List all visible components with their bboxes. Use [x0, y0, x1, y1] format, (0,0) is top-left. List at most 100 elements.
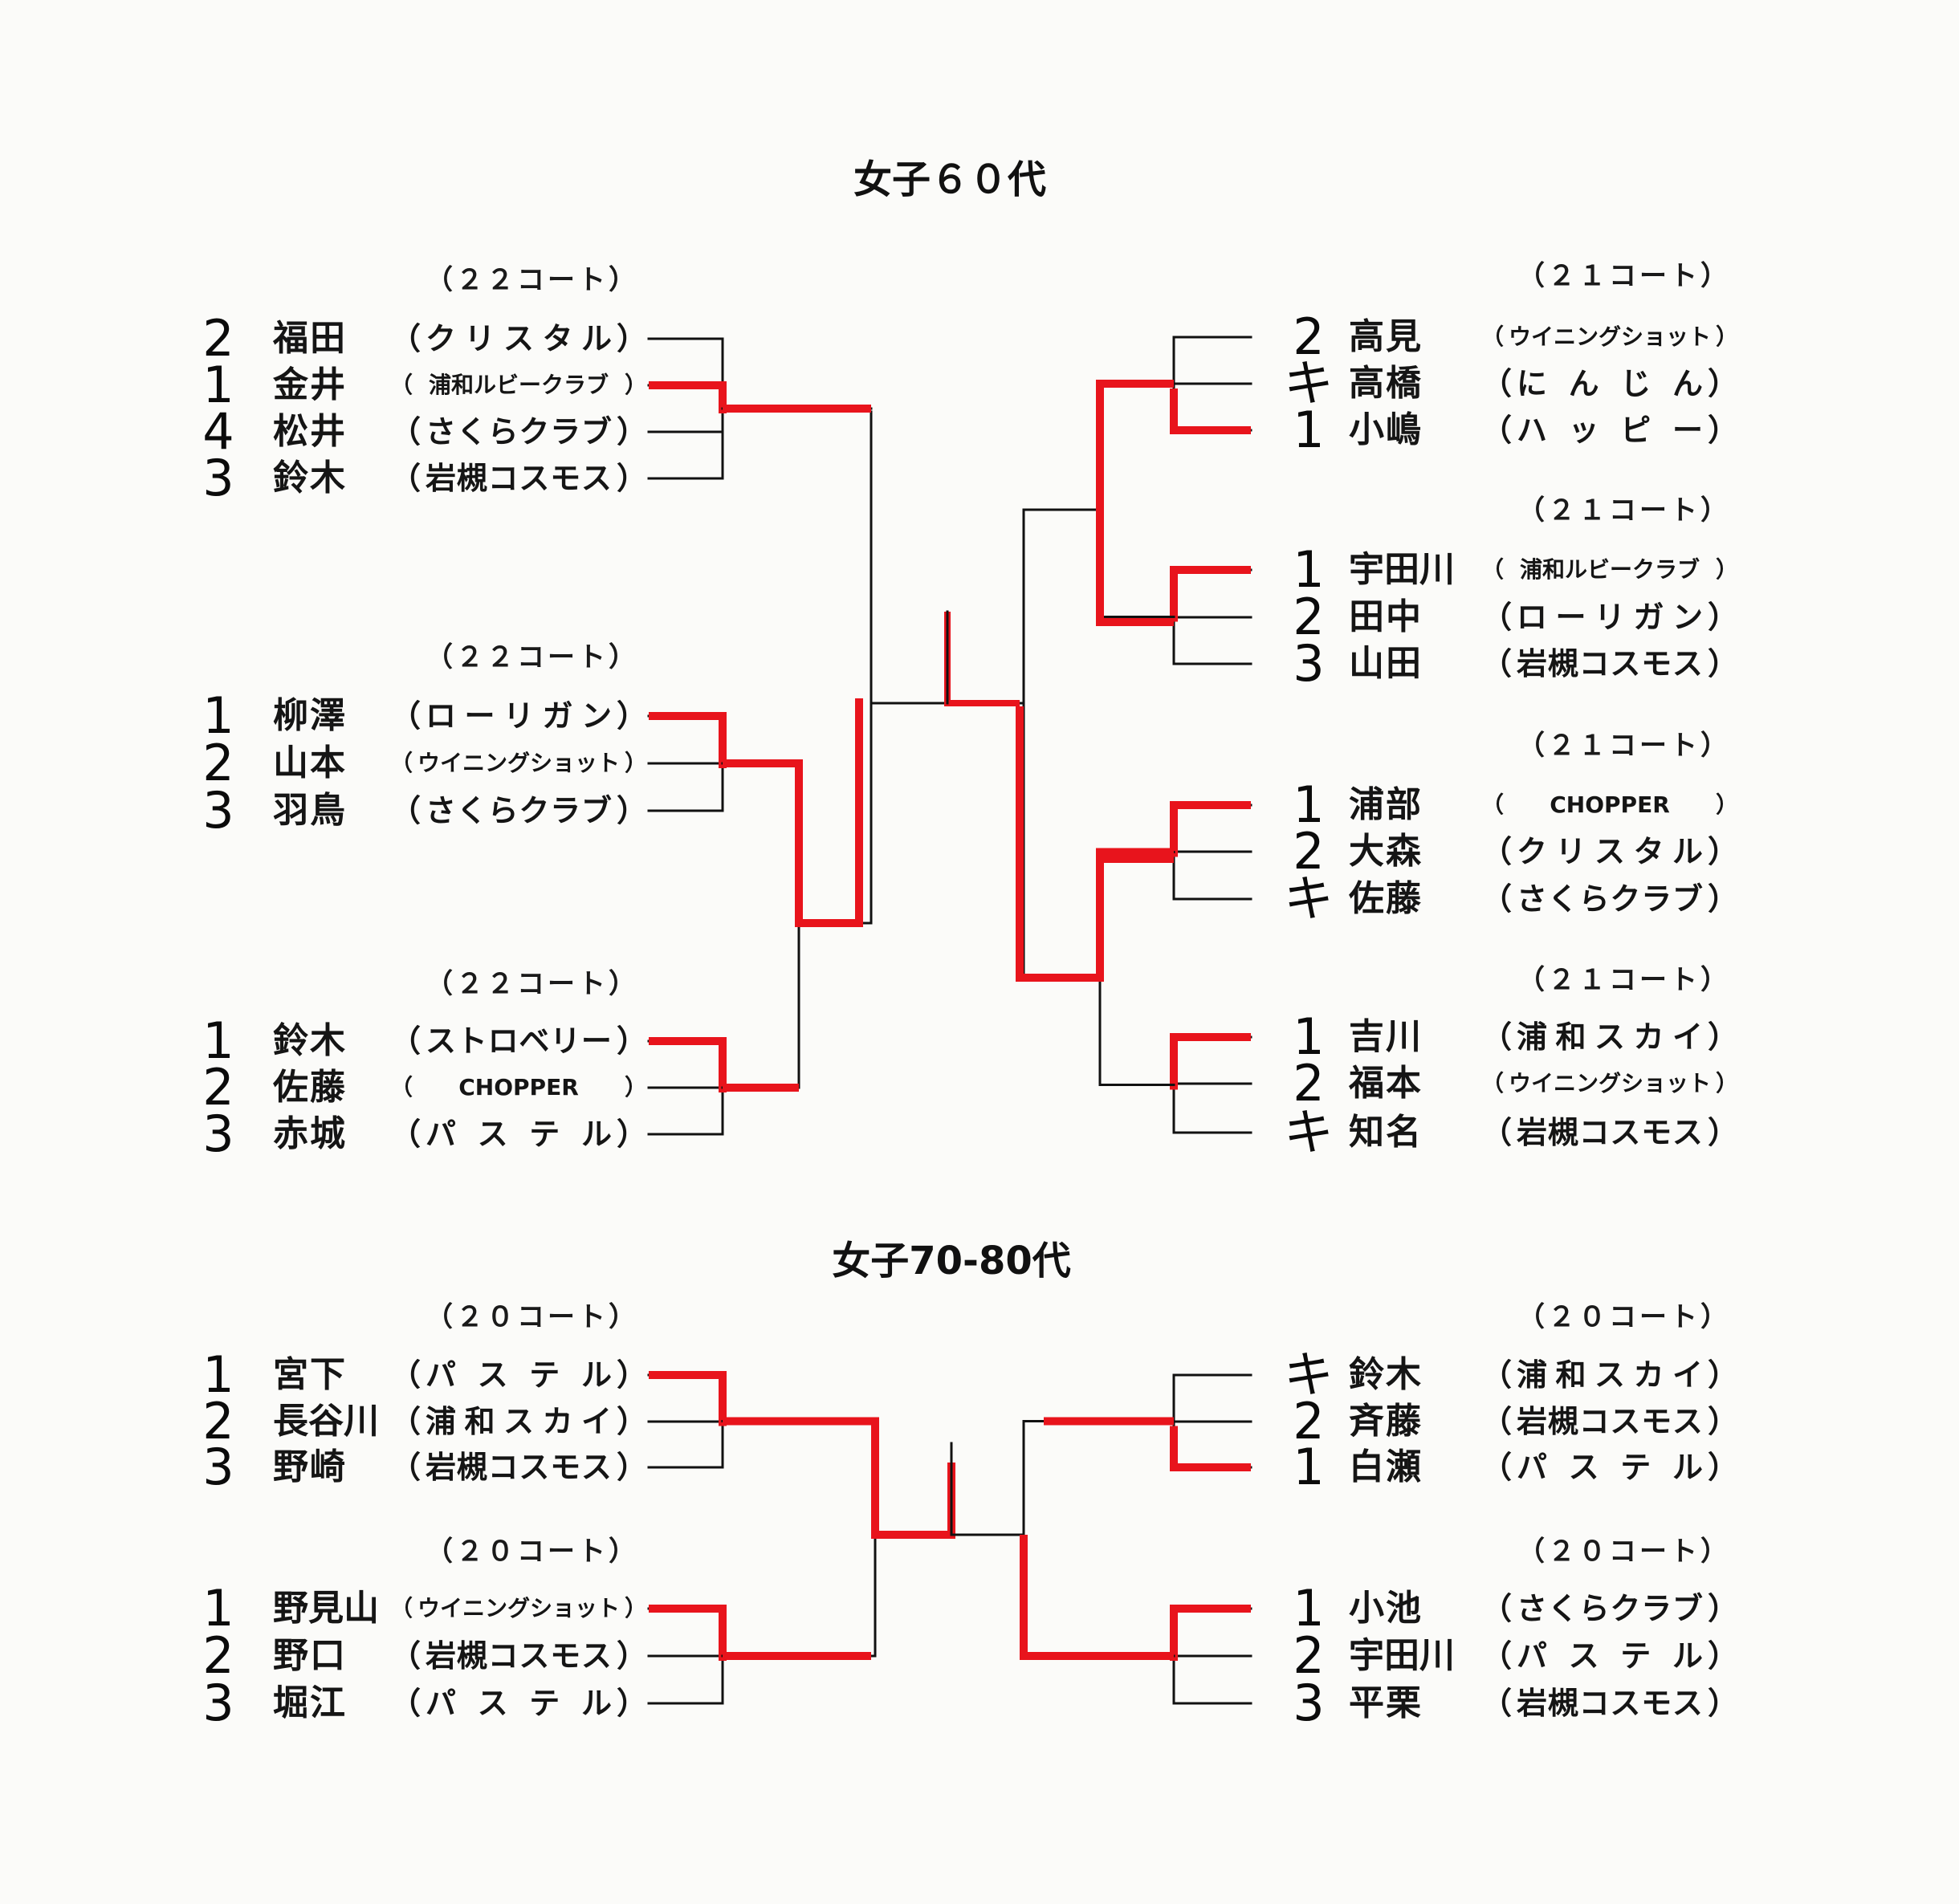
- player-name: 野崎: [273, 1446, 347, 1487]
- player-name: 小池: [1349, 1588, 1423, 1629]
- paren-open: （: [1481, 1686, 1513, 1721]
- club-text: ウイニングショット: [1508, 323, 1711, 350]
- club-name: （岩槻コスモス）: [390, 463, 647, 494]
- player-name: 長谷川: [273, 1401, 379, 1442]
- player-name: 羽鳥: [273, 790, 347, 831]
- champion-mark: [944, 612, 1020, 706]
- paren-open: （: [1481, 1019, 1513, 1055]
- player-name: 福本: [1349, 1063, 1423, 1104]
- club-name: （パステル）: [1481, 1641, 1738, 1671]
- court-label: （２１コート）: [1517, 964, 1731, 996]
- paren-close: ）: [1707, 834, 1738, 869]
- paren-close: ）: [1707, 881, 1738, 917]
- handwritten-rank: 1: [202, 356, 234, 414]
- club-name: （クリスタル）: [1481, 836, 1738, 867]
- player-name: 知名: [1349, 1112, 1423, 1153]
- winner-path: [1170, 566, 1251, 622]
- paren-open: （: [1481, 1115, 1513, 1150]
- paren-open: （: [390, 1074, 413, 1100]
- winner-path: [649, 381, 727, 413]
- club-text: ウイニングショット: [417, 750, 620, 776]
- handwritten-rank: 1: [1293, 1007, 1325, 1066]
- club-text: クリスタル: [426, 321, 612, 356]
- handwritten-rank: 1: [202, 1345, 234, 1404]
- handwritten-rank: 2: [202, 734, 234, 792]
- paren-open: （: [1481, 1357, 1513, 1393]
- handwritten-rank: 1: [202, 1579, 234, 1638]
- club-text: 岩槻コスモス: [1517, 646, 1703, 681]
- club-name: （ウイニングショット）: [390, 1597, 647, 1620]
- court-label: （２２コート）: [426, 968, 639, 1000]
- player-name: 野口: [273, 1635, 347, 1676]
- paren-close: ）: [616, 1638, 647, 1674]
- paren-close: ）: [1707, 646, 1738, 681]
- club-text: ハッピー: [1517, 413, 1703, 448]
- player-name: 山本: [273, 742, 347, 783]
- handwritten-rank: 4: [202, 402, 234, 461]
- paren-open: （: [390, 1404, 422, 1439]
- paren-open: （: [390, 750, 413, 776]
- club-text: さくらクラブ: [1517, 881, 1703, 917]
- player-name: 高見: [1349, 316, 1423, 357]
- club-name: （岩槻コスモス）: [1481, 1117, 1738, 1148]
- paren-open: （: [390, 372, 413, 398]
- court-label: （２２コート）: [426, 641, 639, 673]
- paren-open: （: [1481, 556, 1505, 583]
- club-name: （さくらクラブ）: [390, 417, 647, 447]
- paren-close: ）: [624, 1074, 647, 1100]
- winner-path: [1170, 1605, 1251, 1661]
- paren-close: ）: [616, 1450, 647, 1485]
- paren-close: ）: [616, 793, 647, 828]
- club-text: パステル: [426, 1686, 612, 1721]
- winner-path: [649, 712, 727, 768]
- player-name: 小嶋: [1349, 409, 1423, 450]
- handwritten-rank: 2: [202, 1392, 234, 1450]
- winner-path: [1170, 801, 1251, 857]
- handwritten-rank: 3: [202, 1105, 234, 1163]
- player-name: 鈴木: [1349, 1354, 1423, 1395]
- paren-close: ）: [616, 1023, 647, 1059]
- paren-open: （: [390, 1357, 422, 1393]
- paren-close: ）: [616, 1404, 647, 1439]
- paren-open: （: [1481, 1638, 1513, 1674]
- paren-close: ）: [624, 750, 647, 776]
- paren-close: ）: [1715, 1070, 1738, 1096]
- player-name: 宇田川: [1349, 1635, 1455, 1676]
- winner-path: [1096, 380, 1174, 626]
- club-name: （岩槻コスモス）: [390, 1452, 647, 1483]
- paren-close: ）: [616, 321, 647, 356]
- handwritten-rank: キ: [1283, 1345, 1334, 1404]
- club-text: 浦和スカイ: [426, 1404, 612, 1439]
- paren-open: （: [390, 1117, 422, 1152]
- paren-open: （: [390, 1686, 422, 1721]
- club-name: （にんじん）: [1481, 368, 1738, 399]
- court-label: （２１コート）: [1517, 494, 1731, 527]
- player-name: 山田: [1349, 643, 1423, 684]
- winner-path: [649, 1371, 727, 1426]
- club-text: ローリガン: [1517, 600, 1703, 635]
- club-text: 岩槻コスモス: [1517, 1115, 1703, 1150]
- paren-open: （: [1481, 323, 1505, 350]
- handwritten-rank: 1: [1293, 775, 1325, 834]
- handwritten-rank: 2: [1293, 1054, 1325, 1113]
- handwritten-rank: キ: [1283, 354, 1334, 413]
- handwritten-rank: 3: [1293, 634, 1325, 693]
- club-name: （パステル）: [390, 1119, 647, 1149]
- paren-close: ）: [1707, 1115, 1738, 1150]
- paren-open: （: [390, 793, 422, 828]
- club-text: 岩槻コスモス: [426, 1450, 612, 1485]
- club-text: ストロベリー: [426, 1023, 612, 1059]
- paren-close: ）: [624, 1595, 647, 1621]
- paren-close: ）: [1715, 323, 1738, 350]
- club-name: （クリスタル）: [390, 323, 647, 354]
- player-name: 鈴木: [273, 1020, 347, 1061]
- player-name: 大森: [1349, 831, 1423, 872]
- player-name: 福田: [273, 318, 347, 359]
- paren-open: （: [1481, 1070, 1505, 1096]
- handwritten-rank: 1: [1293, 1438, 1325, 1496]
- paren-close: ）: [616, 698, 647, 734]
- club-name: （パステル）: [390, 1360, 647, 1390]
- paren-close: ）: [1707, 600, 1738, 635]
- handwritten-rank: 1: [1293, 1579, 1325, 1638]
